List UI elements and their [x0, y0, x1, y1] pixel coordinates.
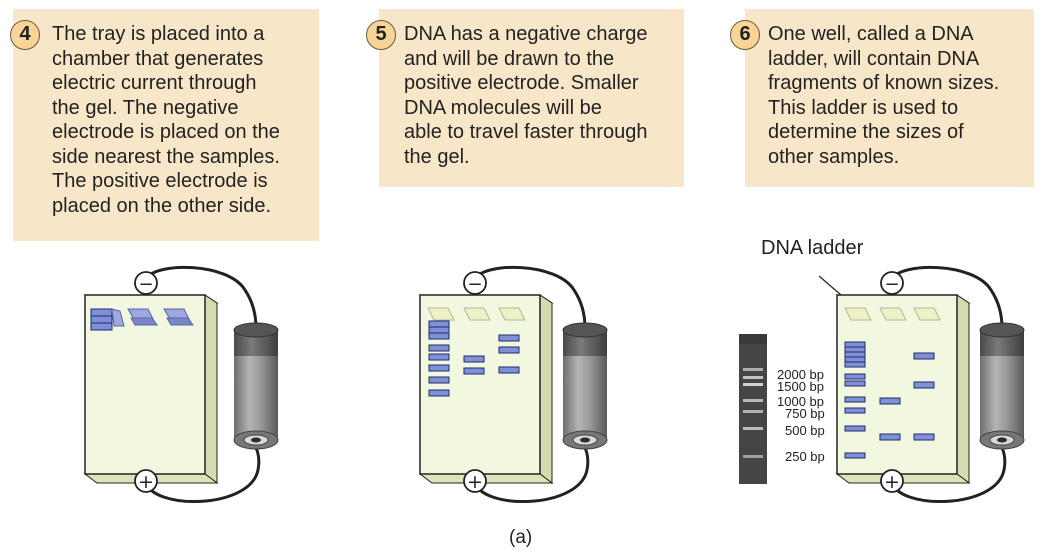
step-6-line: other samples.	[768, 145, 900, 168]
step-6-text: One well, called a DNA ladder, will cont…	[768, 22, 999, 169]
minus-electrode-icon: −	[134, 271, 158, 295]
step-5-line: and will be drawn to the	[404, 47, 615, 70]
step-5-box	[379, 9, 684, 187]
minus-electrode-icon: −	[880, 271, 904, 295]
step-4-line: the gel. The negative	[52, 96, 239, 119]
step-6-line: One well, called a DNA	[768, 23, 974, 45]
plus-electrode-icon: +	[134, 469, 158, 493]
step-5-line: the gel.	[404, 145, 470, 168]
dna-ladder-callout: DNA ladder	[761, 237, 864, 259]
step-4-text: The tray is placed into a chamber that g…	[52, 22, 280, 218]
wells	[90, 308, 194, 331]
step-4-line: The positive electrode is	[52, 170, 268, 192]
step-6-line: fragments of known sizes.	[768, 72, 1000, 94]
step-4-line: The tray is placed into a	[52, 23, 265, 45]
step-5-line: DNA has a negative charge	[404, 23, 648, 45]
plus-symbol: +	[884, 471, 900, 493]
step-5-line: positive electrode. Smaller	[404, 72, 639, 94]
battery-icon	[979, 322, 1025, 450]
size-label-750bp: 750 bp	[785, 406, 825, 421]
plus-symbol: +	[138, 471, 154, 493]
step-5-line: DNA molecules will be	[404, 96, 602, 119]
size-label-500bp: 500 bp	[785, 423, 825, 438]
size-label-1500bp: 1500 bp	[777, 379, 824, 394]
step-6-number: 6	[730, 20, 760, 50]
gel-bands	[428, 320, 520, 397]
plus-symbol: +	[467, 471, 483, 493]
battery-icon	[233, 322, 279, 450]
step-6-line: This ladder is used to	[768, 96, 959, 119]
ladder-bands	[844, 341, 866, 459]
empty-wells	[844, 307, 941, 321]
step-6-line: ladder, will contain DNA	[768, 47, 980, 70]
minus-symbol: −	[884, 274, 899, 295]
ladder-gel-photo	[739, 334, 767, 484]
step-4-box	[13, 9, 319, 241]
minus-symbol: −	[467, 274, 482, 295]
step-4-line: placed on the other side.	[52, 194, 272, 217]
size-label-1000bp: 1000 bp	[777, 394, 824, 409]
empty-wells	[427, 307, 526, 321]
size-label-2000bp: 2000 bp	[777, 367, 824, 382]
plus-electrode-icon: +	[880, 469, 904, 493]
step-4-line: chamber that generates	[52, 47, 264, 70]
step-5-number: 5	[366, 20, 396, 50]
plus-electrode-icon: +	[463, 469, 487, 493]
step-4-line: electric current through	[52, 72, 257, 94]
size-label-250bp: 250 bp	[785, 449, 825, 464]
minus-electrode-icon: −	[463, 271, 487, 295]
minus-symbol: −	[138, 274, 153, 295]
sample-bands	[879, 352, 935, 441]
step-6-line: determine the sizes of	[768, 121, 964, 143]
step-4-line: electrode is placed on the	[52, 121, 280, 143]
step-6-box	[745, 9, 1034, 187]
apparatus-step-4: − +	[83, 265, 279, 503]
step-4-line: side nearest the samples.	[52, 145, 280, 168]
apparatus-step-5: − +	[418, 265, 608, 503]
figure-caption: (a)	[509, 527, 533, 548]
apparatus-step-6: − +	[818, 265, 1025, 503]
step-4-number: 4	[10, 20, 40, 50]
step-5-line: able to travel faster through	[404, 121, 648, 143]
step-5-text: DNA has a negative charge and will be dr…	[404, 22, 648, 169]
battery-icon	[562, 322, 608, 450]
